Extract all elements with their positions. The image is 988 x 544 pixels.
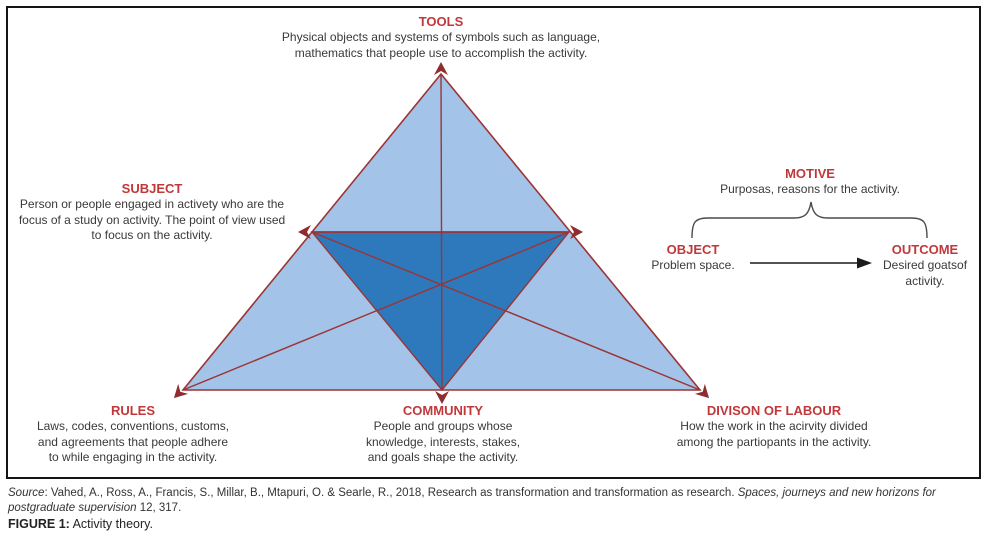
- node-subject-desc: focus of a study on activity. The point …: [18, 212, 286, 227]
- node-community-desc: People and groups whose: [373, 419, 513, 433]
- node-division-title: DIVISON OF LABOUR: [706, 403, 842, 418]
- node-object-title: OBJECT: [666, 242, 720, 257]
- node-community-title: COMMUNITY: [402, 403, 484, 418]
- figure-caption-label: FIGURE 1:: [8, 517, 70, 531]
- node-subject-desc: Person or people engaged in activety who…: [19, 197, 285, 211]
- node-rules: RULES Laws, codes, conventions, customs,…: [37, 402, 229, 466]
- node-division-desc: How the work in the acirvity divided: [680, 419, 868, 433]
- node-outcome-desc: activity.: [905, 273, 945, 288]
- node-rules-desc: Laws, codes, conventions, customs,: [36, 419, 230, 433]
- source-pages: 12, 317.: [136, 502, 182, 514]
- source-body: : Vahed, A., Ross, A., Francis, S., Mill…: [44, 487, 738, 499]
- node-rules-title: RULES: [110, 403, 156, 418]
- node-tools-title: TOOLS: [418, 14, 464, 29]
- node-subject: SUBJECT Person or people engaged in acti…: [19, 180, 285, 244]
- node-division-of-labour: DIVISON OF LABOUR How the work in the ac…: [677, 402, 872, 450]
- node-rules-desc: to while engaging in the activity.: [48, 450, 218, 464]
- node-outcome-title: OUTCOME: [891, 242, 959, 257]
- node-tools: TOOLS Physical objects and systems of sy…: [282, 13, 600, 61]
- node-motive-title: MOTIVE: [785, 166, 835, 181]
- node-community: COMMUNITY People and groups whose knowle…: [366, 402, 520, 466]
- source-reference: Source: Vahed, A., Ross, A., Francis, S.…: [8, 486, 980, 516]
- node-subject-title: SUBJECT: [121, 181, 183, 196]
- figure-caption: FIGURE 1: Activity theory.: [8, 517, 153, 531]
- source-label: Source: [8, 487, 45, 499]
- node-tools-desc: Physical objects and systems of symbols …: [281, 30, 601, 44]
- figure-caption-text: Activity theory.: [69, 517, 153, 531]
- node-tools-desc: mathematics that people use to accomplis…: [294, 45, 588, 60]
- node-motive: MOTIVE Purposas, reasons for the activit…: [720, 165, 900, 198]
- node-object: OBJECT Problem space.: [651, 241, 734, 274]
- node-object-desc: Problem space.: [651, 258, 735, 272]
- source-journal-title: Spaces, journeys and new horizons for po…: [8, 487, 936, 514]
- node-division-desc: among the partiopants in the activity.: [676, 434, 872, 449]
- node-outcome: OUTCOME Desired goatsof activity.: [883, 241, 967, 289]
- node-rules-desc: and agreements that people adhere: [37, 434, 229, 449]
- node-motive-desc: Purposas, reasons for the activity.: [720, 182, 900, 196]
- node-outcome-desc: Desired goatsof: [882, 258, 968, 272]
- node-community-desc: and goals shape the activity.: [367, 450, 519, 464]
- node-subject-desc: to focus on the activity.: [91, 228, 213, 242]
- node-community-desc: knowledge, interests, stakes,: [365, 434, 521, 449]
